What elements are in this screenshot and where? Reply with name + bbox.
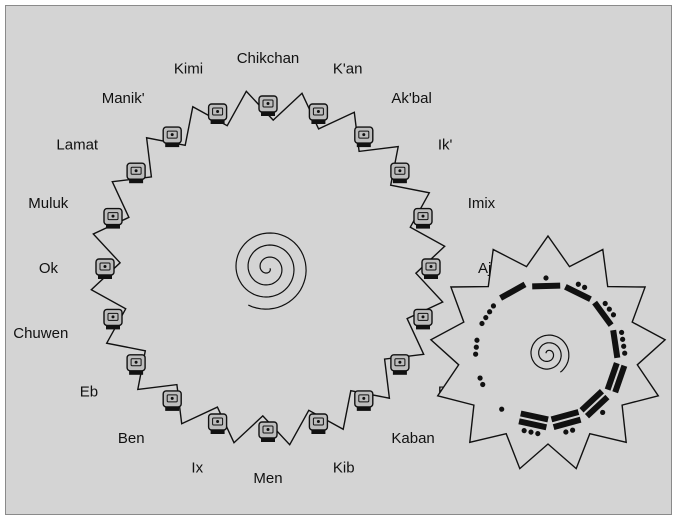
day-label: Lamat — [56, 137, 99, 154]
day-glyph-icon — [422, 259, 440, 279]
day-glyph-icon — [104, 309, 122, 329]
day-label: Ik' — [438, 137, 453, 154]
day-glyph-icon — [355, 127, 373, 147]
day-label: Men — [253, 470, 282, 487]
day-label: Kib — [333, 460, 355, 477]
day-label: Kaban — [391, 430, 434, 447]
day-label: K'an — [333, 60, 363, 77]
day-label: Chuwen — [13, 325, 68, 342]
day-glyph-icon — [163, 391, 181, 411]
day-label: Ben — [118, 430, 145, 447]
day-label: Chikchan — [237, 50, 300, 67]
day-glyph-icon — [127, 163, 145, 183]
day-glyph-icon — [355, 391, 373, 411]
day-sign-wheel-outline — [91, 91, 444, 444]
day-label: Manik' — [102, 90, 145, 107]
day-glyph-icon — [309, 104, 327, 124]
day-label: Ak'bal — [391, 90, 431, 107]
day-glyph-icon — [391, 163, 409, 183]
day-glyph-icon — [414, 209, 432, 229]
day-label: Ok — [39, 260, 59, 277]
day-glyph-icon — [96, 259, 114, 279]
day-label: Kimi — [174, 60, 203, 77]
day-label: Ix — [191, 460, 203, 477]
day-glyph-icon — [104, 209, 122, 229]
day-label: Muluk — [28, 195, 69, 212]
day-glyph-icon — [163, 127, 181, 147]
numeral-wheel-outline — [431, 236, 665, 469]
day-wheel-spiral-icon — [236, 233, 306, 309]
day-label: Imix — [468, 195, 496, 212]
day-glyph-icon — [209, 104, 227, 124]
day-glyph-icon — [259, 96, 277, 116]
day-label: Eb — [80, 383, 98, 400]
day-glyph-icon — [127, 355, 145, 375]
day-glyph-icon — [309, 414, 327, 434]
day-glyph-icon — [259, 422, 277, 442]
day-glyph-icon — [414, 309, 432, 329]
day-glyph-icon — [209, 414, 227, 434]
day-glyph-icon — [391, 355, 409, 375]
